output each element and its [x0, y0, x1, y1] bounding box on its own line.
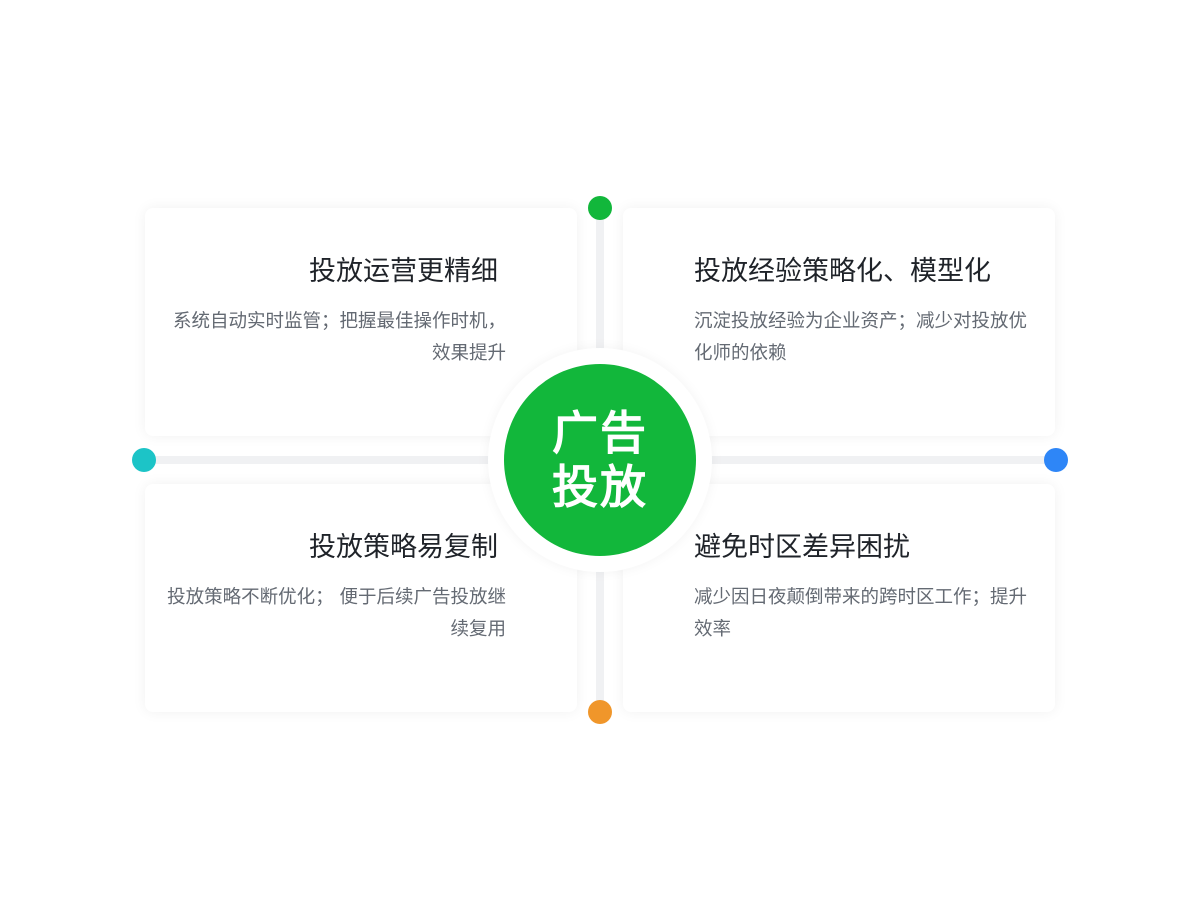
card-title: 避免时区差异困扰 — [694, 532, 910, 563]
card-top-right: 投放经验策略化、模型化 沉淀投放经验为企业资产；减少对投放优化师的依赖 — [623, 208, 1055, 436]
card-title: 投放经验策略化、模型化 — [694, 256, 991, 287]
card-description: 沉淀投放经验为企业资产；减少对投放优化师的依赖 — [694, 311, 1028, 364]
right-dot — [1044, 448, 1068, 472]
card-bottom-left: 投放策略易复制 投放策略不断优化； 便于后续广告投放继续复用 — [145, 484, 577, 712]
center-hub: 广告 投放 — [504, 364, 696, 556]
card-bottom-right: 避免时区差异困扰 减少因日夜颠倒带来的跨时区工作；提升效率 — [623, 484, 1055, 712]
card-title: 投放策略易复制 — [309, 532, 498, 563]
center-label-line2: 投放 — [552, 460, 648, 514]
left-dot — [132, 448, 156, 472]
center-label-line1: 广告 — [552, 406, 648, 460]
card-description: 投放策略不断优化； 便于后续广告投放继续复用 — [167, 587, 506, 640]
card-top-left: 投放运营更精细 系统自动实时监管；把握最佳操作时机，效果提升 — [145, 208, 577, 436]
bottom-dot — [588, 700, 612, 724]
card-description: 系统自动实时监管；把握最佳操作时机，效果提升 — [172, 311, 506, 364]
top-dot — [588, 196, 612, 220]
card-title: 投放运营更精细 — [309, 256, 498, 287]
card-description: 减少因日夜颠倒带来的跨时区工作；提升效率 — [694, 587, 1028, 640]
